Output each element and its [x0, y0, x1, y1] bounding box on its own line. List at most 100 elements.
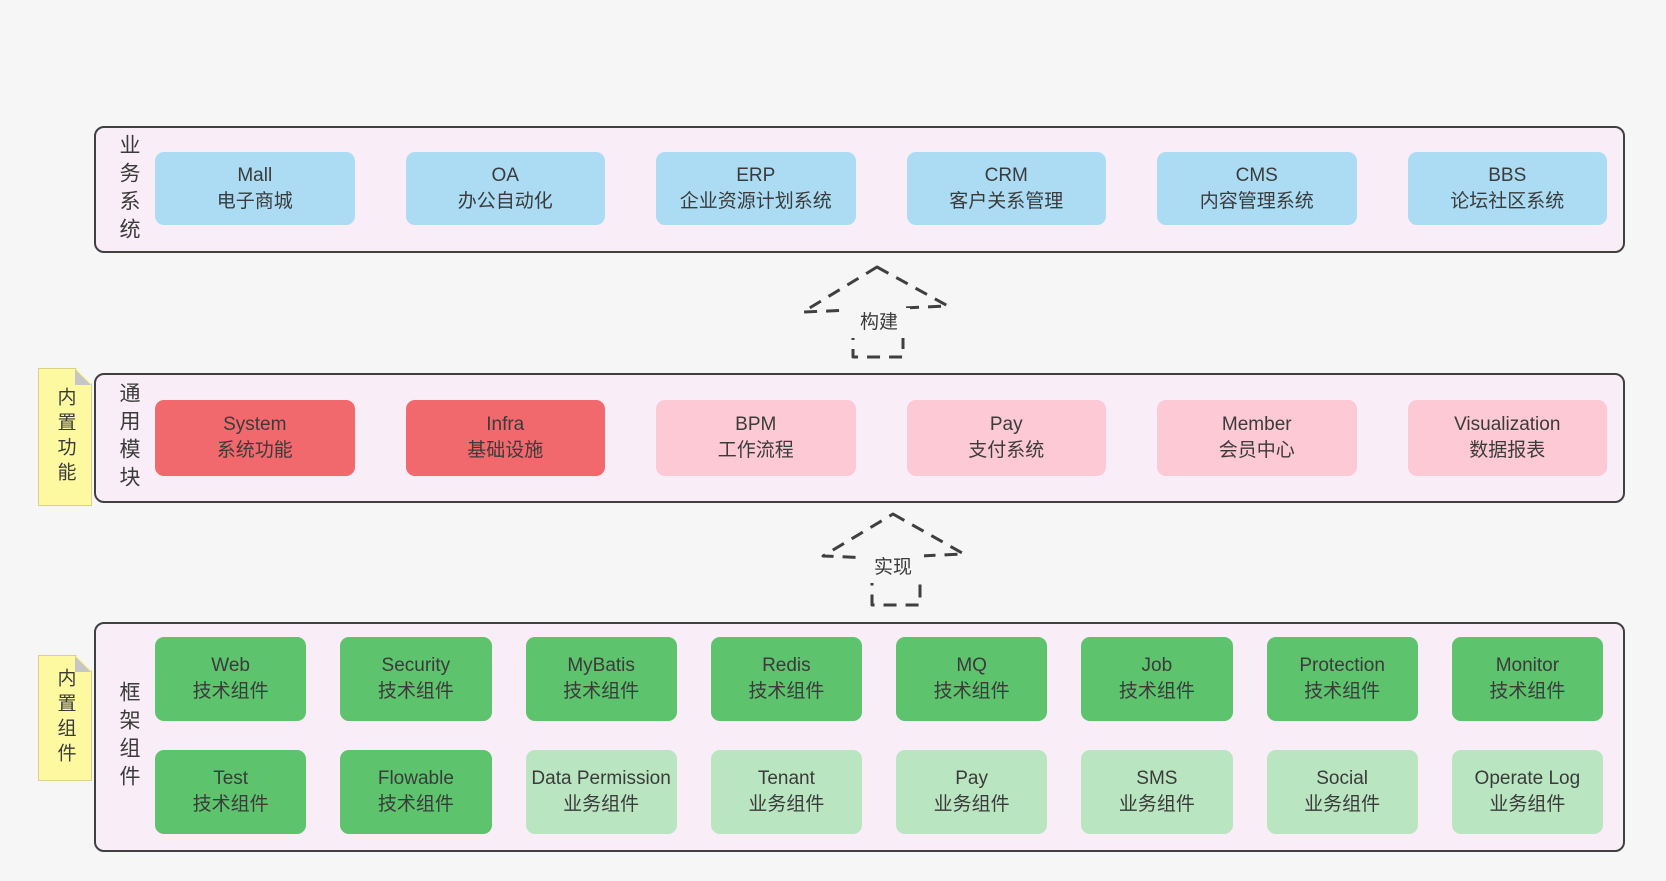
- box-title: Tenant: [757, 768, 815, 789]
- box-flowable: Flowable 技术组件: [340, 750, 492, 834]
- sticky-fold-corner-icon: [75, 369, 91, 385]
- box-title: SMS: [1136, 768, 1178, 789]
- box-member: Member 会员中心: [1157, 400, 1357, 476]
- box-crm: CRM 客户关系管理: [906, 152, 1106, 225]
- box-tenant: Tenant 业务组件: [710, 750, 862, 834]
- box-title: OA: [491, 164, 519, 186]
- box-bbs: BBS 论坛社区系统: [1407, 152, 1607, 225]
- up-arrow-dashed-icon: [821, 512, 966, 607]
- box-subtitle: 会员中心: [1218, 440, 1295, 461]
- sticky-note-built-in-functions: 内置功能: [38, 368, 92, 506]
- box-subtitle: 业务组件: [748, 794, 825, 815]
- box-bpm: BPM 工作流程: [656, 400, 856, 476]
- box-subtitle: 业务组件: [563, 794, 640, 815]
- business-box-row: Mall 电子商城 OA 办公自动化 ERP 企业资源计划系统 CRM 客户关系…: [155, 152, 1607, 225]
- box-title: Web: [211, 655, 250, 676]
- box-title: Redis: [762, 655, 811, 676]
- box-subtitle: 系统功能: [216, 440, 293, 461]
- build-arrow-label: 构建: [848, 308, 910, 338]
- box-subtitle: 基础设施: [467, 440, 544, 461]
- box-operate-log: Operate Log 业务组件: [1451, 750, 1603, 834]
- layer-framework-components: 框架组件 Web 技术组件 Security 技术组件 MyBatis 技术组件…: [94, 622, 1625, 852]
- implement-arrow-label: 实现: [862, 553, 924, 583]
- box-title: Test: [213, 768, 249, 789]
- box-subtitle: 工作流程: [717, 440, 794, 461]
- box-security: Security 技术组件: [340, 637, 492, 721]
- box-subtitle: 技术组件: [1304, 681, 1381, 702]
- box-protection: Protection 技术组件: [1266, 637, 1418, 721]
- box-subtitle: 技术组件: [1489, 681, 1566, 702]
- box-subtitle: 技术组件: [563, 681, 640, 702]
- box-title: BBS: [1488, 164, 1527, 186]
- box-title: Data Permission: [531, 768, 671, 789]
- box-subtitle: 技术组件: [377, 681, 454, 702]
- box-subtitle: 技术组件: [377, 794, 454, 815]
- box-pay-module: Pay 支付系统: [906, 400, 1106, 476]
- layer-common-modules: 通用模块 System 系统功能 Infra 基础设施 BPM 工作流程 Pay…: [94, 373, 1625, 503]
- box-title: Operate Log: [1474, 768, 1581, 789]
- box-title: System: [223, 414, 287, 435]
- box-redis: Redis 技术组件: [710, 637, 862, 721]
- box-title: Job: [1141, 655, 1173, 676]
- box-subtitle: 业务组件: [933, 794, 1010, 815]
- box-job: Job 技术组件: [1081, 637, 1233, 721]
- box-subtitle: 办公自动化: [457, 190, 553, 212]
- box-test: Test 技术组件: [155, 750, 307, 834]
- box-title: Social: [1316, 768, 1368, 789]
- components-row-2: Test 技术组件 Flowable 技术组件 Data Permission …: [155, 750, 1603, 834]
- box-title: ERP: [736, 164, 776, 186]
- box-subtitle: 业务组件: [1118, 794, 1195, 815]
- box-subtitle: 内容管理系统: [1199, 190, 1314, 212]
- box-social: Social 业务组件: [1266, 750, 1418, 834]
- box-title: Flowable: [377, 768, 454, 789]
- box-mq: MQ 技术组件: [896, 637, 1048, 721]
- box-title: MyBatis: [567, 655, 635, 676]
- box-mall: Mall 电子商城: [155, 152, 355, 225]
- box-subtitle: 技术组件: [1118, 681, 1195, 702]
- box-system: System 系统功能: [155, 400, 355, 476]
- box-visualization: Visualization 数据报表: [1407, 400, 1607, 476]
- box-subtitle: 技术组件: [192, 681, 269, 702]
- box-subtitle: 技术组件: [933, 681, 1010, 702]
- up-arrow-dashed-icon: [801, 265, 950, 359]
- box-subtitle: 数据报表: [1469, 440, 1546, 461]
- box-title: Infra: [486, 414, 525, 435]
- modules-box-row: System 系统功能 Infra 基础设施 BPM 工作流程 Pay 支付系统…: [155, 400, 1607, 476]
- layer-label-modules: 通用模块: [117, 382, 140, 494]
- layer-label-components: 框架组件: [117, 681, 140, 793]
- box-title: CMS: [1235, 164, 1278, 186]
- box-subtitle: 企业资源计划系统: [679, 190, 832, 212]
- layer-label-business: 业务系统: [117, 133, 140, 246]
- box-subtitle: 论坛社区系统: [1450, 190, 1565, 212]
- box-title: MQ: [956, 655, 987, 676]
- box-title: Pay: [989, 414, 1023, 435]
- layer-business-systems: 业务系统 Mall 电子商城 OA 办公自动化 ERP 企业资源计划系统 CRM…: [94, 126, 1625, 253]
- box-monitor: Monitor 技术组件: [1451, 637, 1603, 721]
- box-cms: CMS 内容管理系统: [1157, 152, 1357, 225]
- sticky-fold-corner-icon: [75, 656, 91, 672]
- box-subtitle: 业务组件: [1489, 794, 1566, 815]
- box-title: Pay: [955, 768, 988, 789]
- box-pay-component: Pay 业务组件: [896, 750, 1048, 834]
- implement-arrow: [820, 510, 968, 608]
- box-title: Security: [381, 655, 451, 676]
- box-oa: OA 办公自动化: [405, 152, 605, 225]
- box-infra: Infra 基础设施: [405, 400, 605, 476]
- box-subtitle: 技术组件: [748, 681, 825, 702]
- components-row-1: Web 技术组件 Security 技术组件 MyBatis 技术组件 Redi…: [155, 637, 1603, 721]
- box-mybatis: MyBatis 技术组件: [525, 637, 677, 721]
- box-erp: ERP 企业资源计划系统: [656, 152, 856, 225]
- box-title: Monitor: [1495, 655, 1560, 676]
- box-title: Mall: [237, 164, 273, 186]
- box-subtitle: 技术组件: [192, 794, 269, 815]
- box-sms: SMS 业务组件: [1081, 750, 1233, 834]
- box-subtitle: 业务组件: [1304, 794, 1381, 815]
- box-subtitle: 客户关系管理: [949, 190, 1064, 212]
- box-title: Protection: [1299, 655, 1385, 676]
- box-web: Web 技术组件: [155, 637, 307, 721]
- box-data-permission: Data Permission 业务组件: [525, 750, 677, 834]
- box-subtitle: 电子商城: [216, 190, 293, 212]
- box-title: Visualization: [1454, 414, 1561, 435]
- sticky-text: 内置功能: [54, 387, 76, 487]
